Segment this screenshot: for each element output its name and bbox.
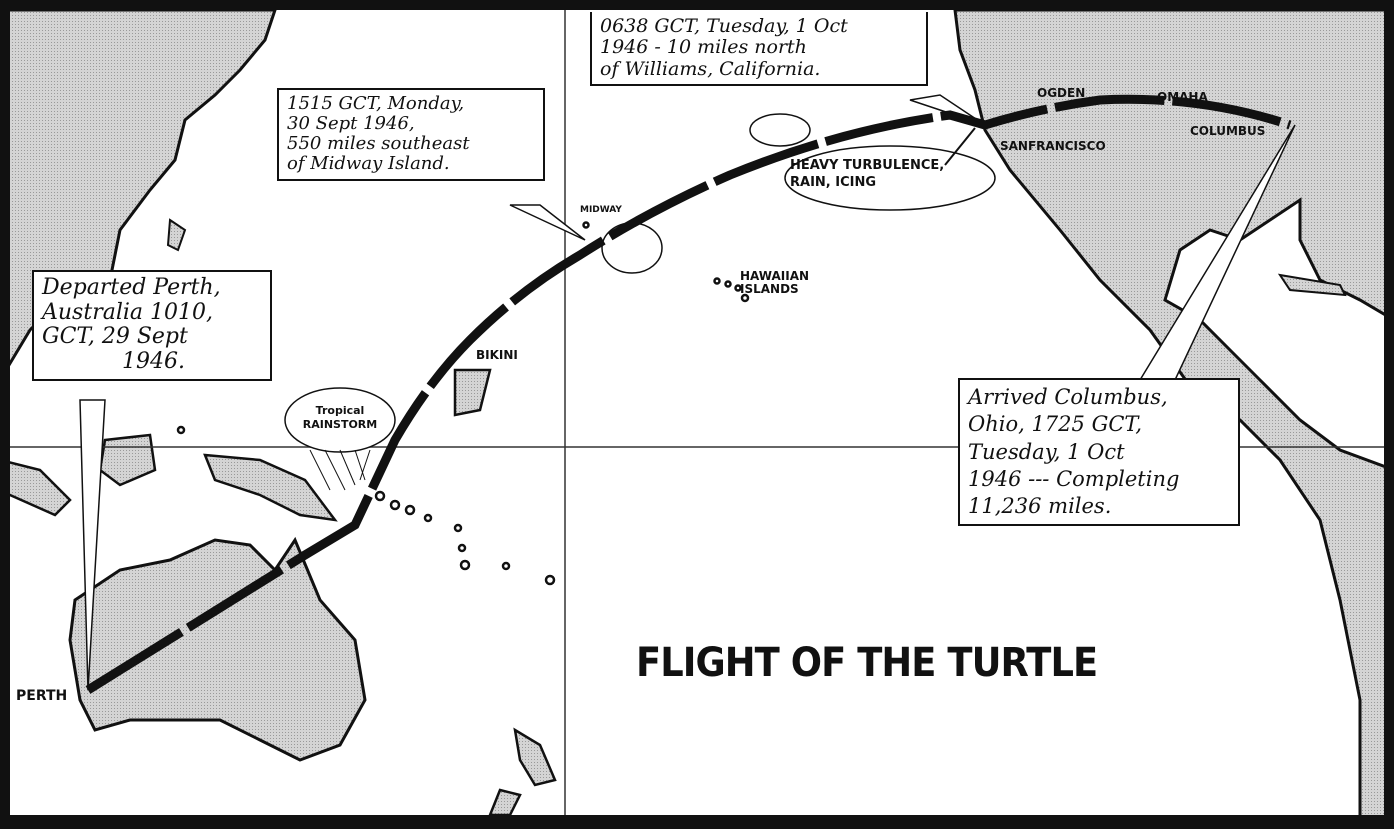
label-line: RAIN, ICING [790, 174, 877, 190]
callout-line: GCT, 29 Sept [42, 324, 188, 350]
callout-line: 1515 GCT, Monday, [287, 93, 465, 114]
label-line: RAINSTORM [302, 418, 378, 432]
pacific-islands [176, 221, 750, 586]
callout-arrival-columbus: Arrived Columbus, Ohio, 1725 GCT, Tuesda… [958, 378, 1240, 527]
turbulence-label: HEAVY TURBULENCE, RAIN, ICING [790, 158, 980, 192]
tropical-rainstorm-label: Tropical RAINSTORM [290, 404, 390, 433]
callout-midway: 1515 GCT, Monday, 30 Sept 1946, 550 mile… [277, 88, 545, 181]
tropical-rainstorm-cloud [284, 387, 396, 453]
callout-line: 30 Sept 1946, [287, 113, 415, 135]
callout-line: 1946. [122, 348, 185, 374]
label-columbus: COLUMBUS [1190, 124, 1266, 138]
callout-line: Tuesday, 1 Oct [968, 439, 1125, 464]
landmass-north-america [953, 8, 1394, 829]
callout-line: 550 miles southeast [287, 133, 470, 155]
label-line: ISLANDS [740, 282, 799, 297]
callout-line: 1946 - 10 miles north [600, 36, 807, 59]
label-perth: PERTH [16, 688, 68, 704]
flight-path [85, 94, 1292, 694]
turbulence-arrow [944, 127, 976, 166]
callout-line: 1946 --- Completing [968, 466, 1180, 491]
rain-lines [309, 449, 371, 491]
callout-line: of Williams, California. [600, 57, 821, 80]
label-line: HEAVY TURBULENCE, [790, 158, 945, 173]
label-ogden: OGDEN [1037, 86, 1086, 100]
map-title: FLIGHT OF THE TURTLE [636, 640, 1098, 686]
label-line: Tropical [315, 404, 365, 417]
weather-clouds [284, 113, 996, 453]
callout-departure-perth: Departed Perth, Australia 1010, GCT, 29 … [32, 270, 272, 381]
callout-line: 11,236 miles. [968, 494, 1112, 519]
callout-line: Departed Perth, [42, 275, 221, 300]
label-hawaiian-islands: HAWAIIAN ISLANDS [740, 269, 810, 297]
landmass-new-guinea [203, 453, 338, 522]
callout-line: 0638 GCT, Tuesday, 1 Oct [600, 15, 848, 37]
landmass-sumatra [0, 458, 72, 517]
landmass-australia [68, 536, 367, 762]
callout-line: of Midway Island. [287, 153, 450, 175]
callout-line: Ohio, 1725 GCT, [968, 412, 1143, 437]
label-line: HAWAIIAN [740, 269, 810, 283]
callout-line: Arrived Columbus, [968, 385, 1168, 409]
landmass-cuba [1277, 273, 1347, 297]
callout-line: Australia 1010, [42, 299, 213, 325]
label-omaha: OMAHA [1157, 90, 1208, 104]
turbulence-cloud [784, 145, 996, 211]
landmass-japan [166, 218, 187, 252]
label-san-francisco: SANFRANCISCO [1000, 139, 1106, 153]
callout-williams: 0638 GCT, Tuesday, 1 Oct 1946 - 10 miles… [590, 12, 928, 86]
label-midway: MIDWAY [580, 205, 622, 215]
label-bikini: BIKINI [476, 348, 518, 362]
